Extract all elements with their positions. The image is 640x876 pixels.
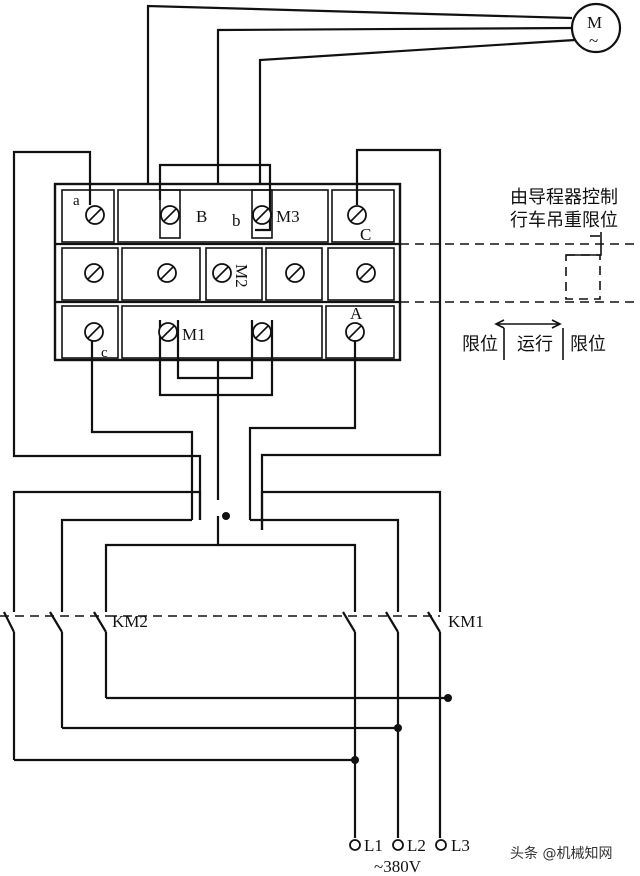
watermark: 头条 @机械知网 [510, 845, 612, 862]
screw-B [160, 205, 180, 225]
supply-l1: L1 [364, 836, 383, 855]
supply-l2: L2 [407, 836, 426, 855]
km1-label: KM1 [448, 612, 484, 631]
label-c: c [101, 345, 108, 361]
motor-label: M [587, 13, 602, 32]
annotation-line1: 由导程器控制 [510, 187, 618, 208]
label-M1: M1 [182, 325, 206, 344]
label-a: a [73, 193, 80, 209]
label-C: C [360, 225, 371, 244]
label-b: b [232, 211, 241, 230]
contactor-cross-links [14, 694, 452, 764]
screw-mid-2 [157, 263, 177, 283]
screw-mid-5 [356, 263, 376, 283]
km2-label: KM2 [112, 612, 148, 631]
label-M3: M3 [276, 207, 300, 226]
screw-C [347, 205, 367, 225]
supply-terminals: L1 L2 L3 ~380V [349, 836, 470, 876]
screw-bottom-3 [252, 322, 272, 342]
screw-A [345, 322, 365, 342]
screw-mid-4 [285, 263, 305, 283]
screw-a [85, 205, 105, 225]
label-M2: M2 [232, 264, 251, 288]
screw-M1 [158, 322, 178, 342]
annotation-line2: 行车吊重限位 [510, 210, 618, 231]
travel-direction: 限位 运行 限位 [462, 319, 606, 360]
run-label: 运行 [517, 334, 553, 355]
screw-M3 [252, 205, 272, 225]
km2-contacts: KM2 [0, 600, 148, 760]
motor-symbol: ~ [589, 31, 598, 50]
motor: M ~ [570, 2, 622, 54]
right-limit-label: 限位 [570, 334, 606, 355]
km1-contacts: KM1 [108, 600, 484, 838]
supply-l3: L3 [451, 836, 470, 855]
label-A: A [350, 304, 363, 323]
screw-mid-1 [84, 263, 104, 283]
terminal-screws [84, 205, 376, 342]
screw-c [84, 322, 104, 342]
supply-voltage: ~380V [374, 857, 422, 876]
left-limit-label: 限位 [462, 334, 498, 355]
screw-mid-M2 [212, 263, 232, 283]
limit-annotation: 由导程器控制 行车吊重限位 [400, 187, 640, 303]
terminal-labels: a B b M3 C M2 M1 c A [73, 193, 371, 361]
block-wires [12, 148, 442, 600]
label-B: B [196, 207, 207, 226]
